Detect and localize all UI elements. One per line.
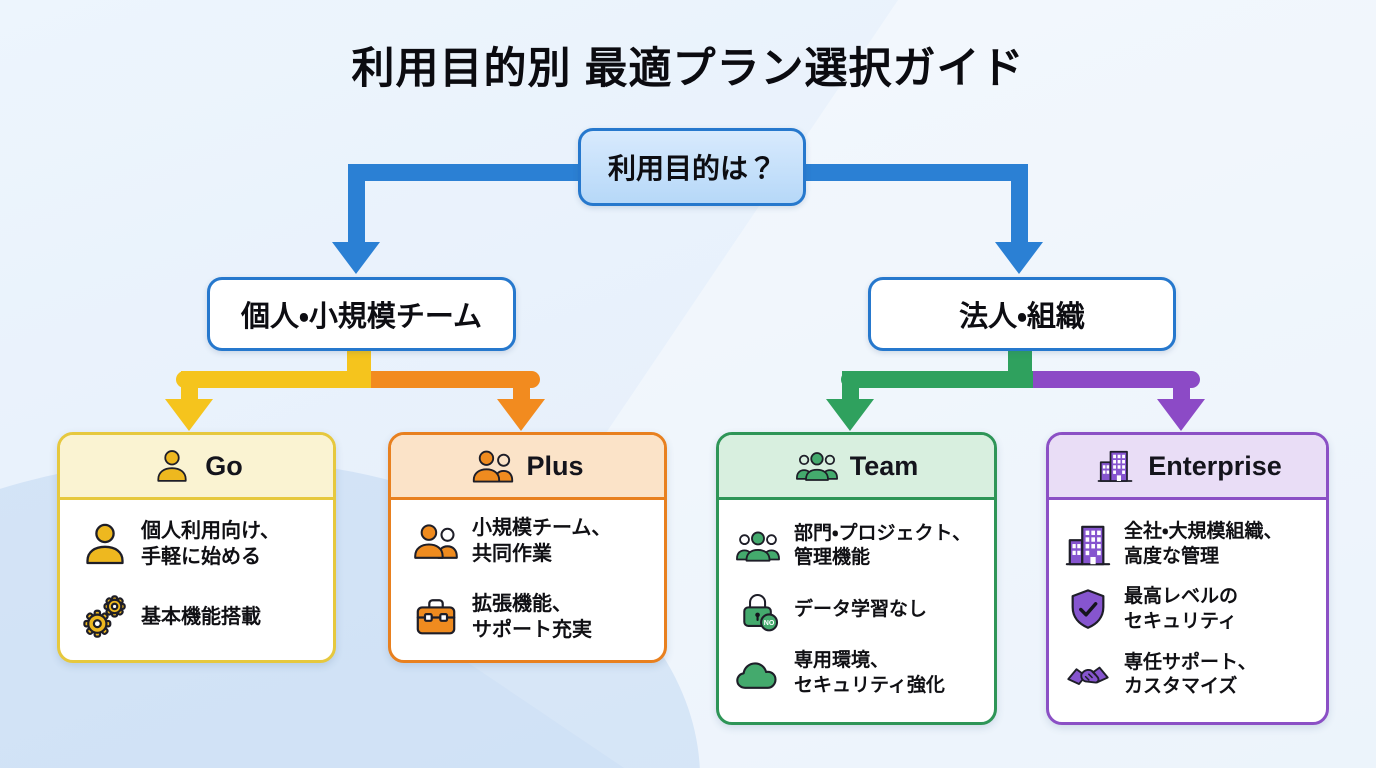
- arrowhead-orange: [497, 399, 545, 431]
- feature-text: 部門・プロジェクト、: [794, 522, 972, 544]
- plan-card-go-body: 個人利用向け、 手軽に始める 基本機能搭載: [60, 500, 333, 660]
- feature-text: サポート充実: [472, 619, 592, 641]
- lock-no-training-icon: NO: [743, 594, 779, 632]
- people-three-icon: [735, 523, 781, 569]
- root-question-label: 利用目的は？: [607, 153, 776, 184]
- feature-row: 専用環境、 セキュリティ強化: [735, 649, 986, 698]
- plan-name: Go: [205, 450, 243, 481]
- plan-card-plus-header: Plus: [391, 435, 664, 500]
- feature-row: NO データ学習なし: [735, 587, 986, 633]
- plan-card-team: Team 部門・プロジェクト、 管理機能 NO: [716, 432, 997, 725]
- plan-card-team-header: Team: [719, 435, 994, 500]
- connector-green-vertical: [842, 371, 859, 401]
- feature-text: セキュリティ: [1124, 611, 1237, 632]
- connector-green-horizontal: [841, 371, 1033, 388]
- building-icon: [1065, 522, 1111, 568]
- connector-blue-vertical-left: [348, 164, 365, 242]
- shield-check-icon: [1065, 587, 1111, 633]
- feature-text: 全社・大規模組織、: [1124, 520, 1283, 542]
- briefcase-icon: [413, 594, 459, 640]
- feature-text: 共同作業: [472, 543, 552, 565]
- handshake-icon: [1065, 652, 1111, 698]
- feature-text: 管理機能: [794, 547, 871, 569]
- feature-text: 基本機能搭載: [141, 606, 261, 628]
- connector-blue-vertical-right: [1011, 164, 1028, 242]
- feature-text: 専任サポート、: [1124, 651, 1257, 673]
- feature-row: 基本機能搭載: [82, 594, 325, 640]
- plan-name: Plus: [526, 450, 584, 481]
- feature-text: 専用環境、: [794, 650, 890, 671]
- arrowhead-blue-left: [332, 242, 380, 274]
- connector-purple-horizontal: [1033, 371, 1200, 388]
- branch-label: 法人・組織: [959, 301, 1085, 333]
- branch-node-corporate: 法人・組織: [868, 277, 1176, 351]
- arrowhead-yellow: [165, 399, 213, 431]
- plan-name: Team: [849, 450, 919, 481]
- person-icon: [82, 521, 128, 567]
- feature-text: 小規模チーム、: [472, 517, 612, 539]
- feature-row: 部門・プロジェクト、 管理機能: [735, 522, 986, 571]
- feature-row: 最高レベルの セキュリティ: [1065, 585, 1318, 634]
- person-icon: [150, 448, 194, 484]
- feature-text: セキュリティ強化: [794, 674, 945, 696]
- page-title: 利用目的別 最適プラン選択ガイド: [351, 45, 1025, 93]
- feature-row: 専任サポート、 カスタマイズ: [1065, 651, 1318, 700]
- feature-text: 個人利用向け、: [141, 520, 280, 542]
- arrowhead-green: [826, 399, 874, 431]
- plan-card-go-header: Go: [60, 435, 333, 500]
- gears-icon: [82, 594, 128, 640]
- people-two-icon: [413, 518, 459, 564]
- branch-node-personal: 個人・小規模チーム: [207, 277, 516, 351]
- people-three-icon: [795, 448, 839, 484]
- feature-text: 拡張機能、: [472, 593, 572, 615]
- feature-row: 小規模チーム、 共同作業: [413, 515, 656, 567]
- feature-text: 手軽に始める: [141, 546, 261, 568]
- plan-card-enterprise-body: 全社・大規模組織、 高度な管理 最高レベルの セキュリティ 専任サポート、 カス…: [1049, 500, 1326, 722]
- feature-row: 個人利用向け、 手軽に始める: [82, 518, 325, 570]
- plan-card-go: Go 個人利用向け、 手軽に始める 基本機能搭載: [57, 432, 336, 663]
- building-icon: [1093, 448, 1137, 484]
- connector-purple-vertical: [1173, 371, 1190, 401]
- people-two-icon: [471, 448, 515, 484]
- plan-card-enterprise-header: Enterprise: [1049, 435, 1326, 500]
- connector-orange-horizontal: [371, 371, 540, 388]
- plan-card-enterprise: Enterprise 全社・大規模組織、 高度な管理 最高レベルの セキュリティ: [1046, 432, 1329, 725]
- cloud-icon: [735, 651, 781, 697]
- branch-label: 個人・小規模チーム: [241, 301, 482, 333]
- feature-text: 最高レベルの: [1124, 586, 1239, 608]
- plan-card-plus-body: 小規模チーム、 共同作業 拡張機能、 サポート充実: [391, 500, 664, 660]
- arrowhead-purple: [1157, 399, 1205, 431]
- plan-card-plus: Plus 小規模チーム、 共同作業 拡張機能、 サポート充実: [388, 432, 667, 663]
- feature-text: データ学習なし: [794, 598, 928, 620]
- feature-text: 高度な管理: [1124, 545, 1220, 567]
- feature-row: 拡張機能、 サポート充実: [413, 591, 656, 643]
- arrowhead-blue-right: [995, 242, 1043, 274]
- plan-card-team-body: 部門・プロジェクト、 管理機能 NO データ学習なし: [719, 500, 994, 722]
- connector-yellow-horizontal: [176, 371, 371, 388]
- connector-orange-vertical: [513, 371, 530, 401]
- feature-row: 全社・大規模組織、 高度な管理: [1065, 520, 1318, 569]
- connector-yellow-vertical: [181, 371, 198, 401]
- feature-text: カスタマイズ: [1124, 676, 1238, 698]
- no-badge-label: NO: [764, 620, 775, 627]
- root-question-node: 利用目的は？: [578, 128, 806, 206]
- plan-name: Enterprise: [1148, 450, 1282, 481]
